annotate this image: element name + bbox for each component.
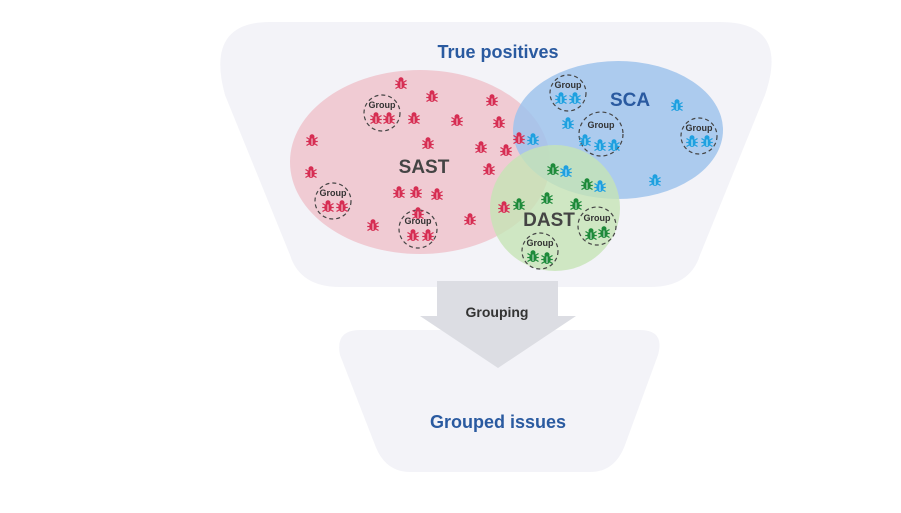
group-label: Group — [405, 216, 432, 226]
dast-ellipse — [490, 145, 620, 271]
group-label: Group — [369, 100, 396, 110]
group-label: Group — [588, 120, 615, 130]
sca-label: SCA — [610, 90, 650, 111]
group-ring-sca — [680, 117, 718, 155]
group-ring-sast — [398, 209, 438, 249]
group-label: Group — [555, 80, 582, 90]
grouping-arrow — [420, 281, 576, 368]
grouped-issues-title: Grouped issues — [430, 412, 566, 432]
group-ring-sca — [578, 111, 624, 157]
group-label: Group — [584, 213, 611, 223]
sast-ellipse — [290, 70, 550, 254]
group-label: Group — [527, 238, 554, 248]
group-label: Group — [320, 188, 347, 198]
sast-label: SAST — [399, 157, 450, 178]
bottom-funnel-shape — [339, 330, 660, 472]
grouping-label: Grouping — [466, 304, 529, 320]
group-ring-sast — [314, 182, 352, 220]
group-ring-sca — [549, 74, 587, 112]
true-positives-title: True positives — [437, 42, 558, 62]
group-ring-dast — [577, 206, 617, 246]
dast-label: DAST — [523, 210, 575, 231]
group-ring-sast — [363, 94, 401, 132]
group-ring-dast — [521, 232, 559, 270]
group-label: Group — [686, 123, 713, 133]
